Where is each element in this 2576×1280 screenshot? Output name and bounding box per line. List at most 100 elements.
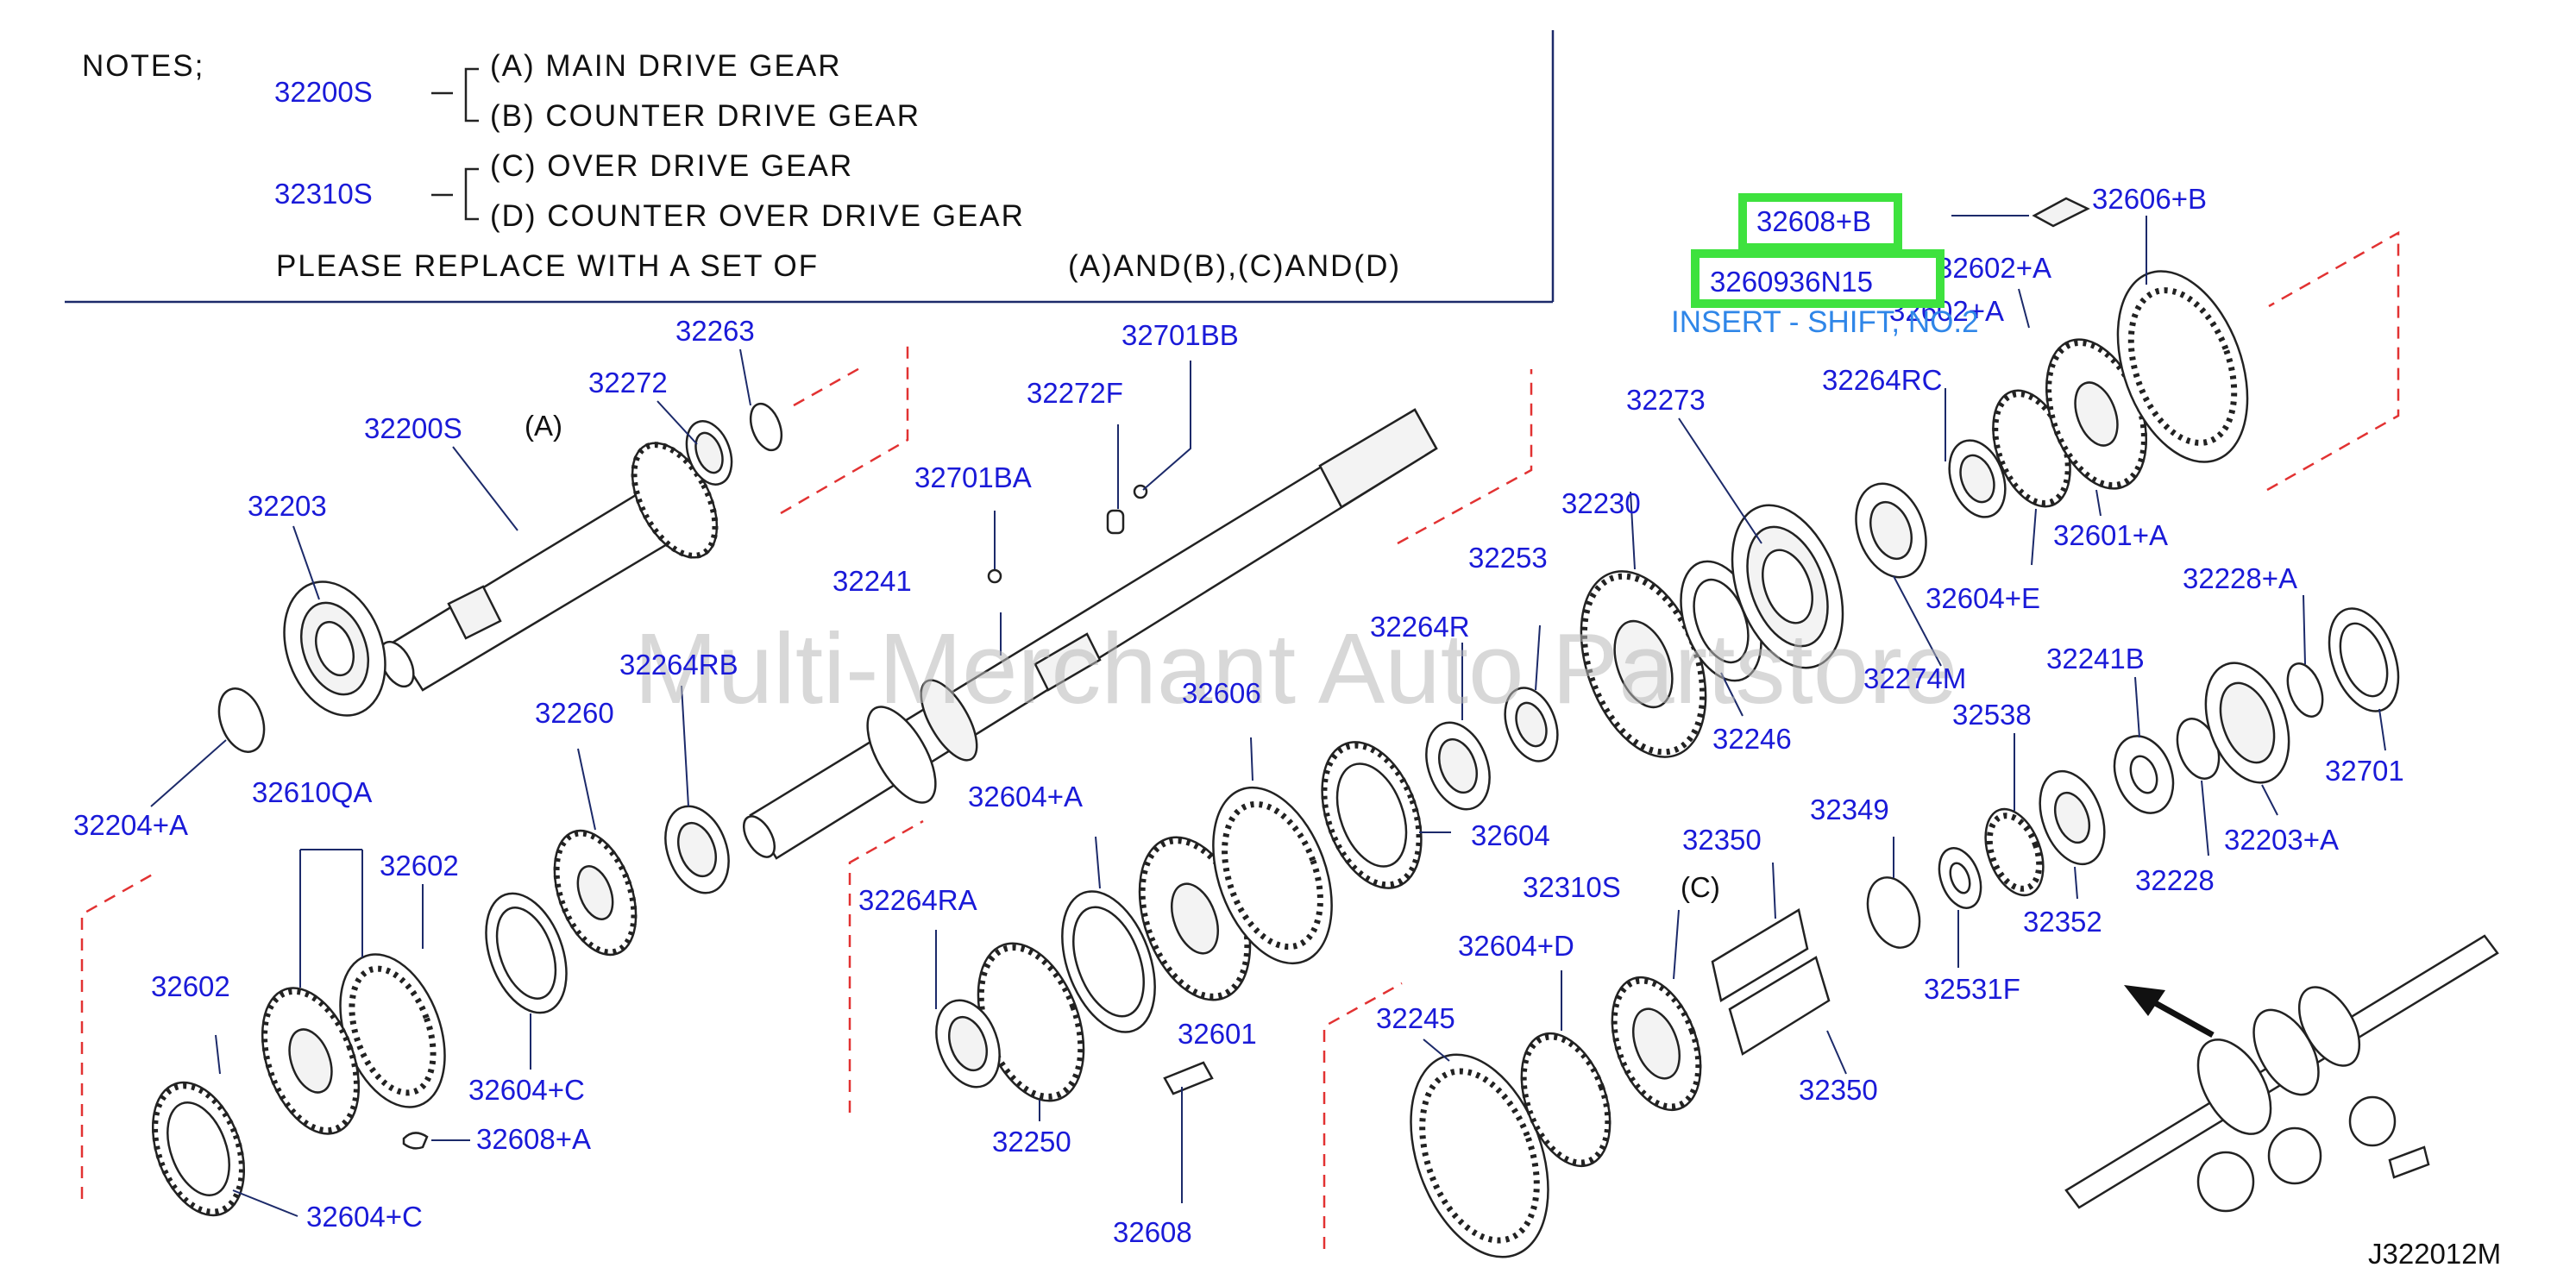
bushing-32253 (1504, 687, 1559, 762)
marker-a: (A) (525, 410, 562, 442)
snap-ring-32228A (2286, 662, 2324, 718)
part-label-32604E[interactable]: 32604+E (1926, 582, 2040, 614)
part-label-32602A[interactable]: 32602+A (1937, 252, 2051, 284)
part-label-32228[interactable]: 32228 (2135, 864, 2215, 896)
part-label-32230[interactable]: 32230 (1561, 487, 1641, 519)
gear-32260 (553, 829, 638, 957)
snap-ring-32263 (749, 402, 783, 452)
section-outline-main-top (793, 365, 864, 407)
section-outline-main (780, 345, 909, 515)
part-label-32264RB[interactable]: 32264RB (619, 649, 738, 681)
insert-32608 (1163, 1061, 1214, 1095)
part-label-32204A[interactable]: 32204+A (73, 809, 188, 841)
part-label-32701BA[interactable]: 32701BA (914, 461, 1032, 493)
watermark: Multi-Merchant Auto Partstore (634, 612, 1957, 725)
section-outline-overdrive (2266, 230, 2400, 492)
bearing-32203 (283, 580, 386, 717)
main-shaft-32241 (742, 408, 1438, 860)
highlight-box-3260936N15 (1691, 249, 1945, 308)
section-outline-counter-mid (848, 819, 924, 1113)
part-label-32701BB[interactable]: 32701BB (1122, 319, 1239, 351)
part-label-32601A[interactable]: 32601+A (2053, 519, 2168, 551)
part-label-32604A[interactable]: 32604+A (968, 781, 1083, 813)
highlight-part-32608B[interactable]: 32608+B (1756, 205, 1871, 237)
part-label-32241[interactable]: 32241 (832, 565, 912, 597)
part-label-32203[interactable]: 32203 (248, 490, 327, 522)
notes-part-32200S[interactable]: 32200S (274, 76, 373, 108)
ball-32701BA (987, 568, 1002, 584)
notes-item-b: (B) COUNTER DRIVE GEAR (490, 99, 920, 133)
notes-replace-sets: (A)AND(B),(C)AND(D) (1068, 249, 1401, 283)
bearing-32264RA (935, 999, 1001, 1089)
highlight-part-3260936N15[interactable]: 3260936N15 (1710, 266, 1873, 298)
part-label-32349[interactable]: 32349 (1810, 794, 1889, 825)
thrust-bearing-32538 (1984, 807, 2045, 897)
gear-32310S (1611, 976, 1702, 1112)
section-outline-counter-right (1323, 982, 1403, 1249)
part-label-32602-upper[interactable]: 32602 (380, 850, 459, 882)
part-label-32264R[interactable]: 32264R (1370, 611, 1470, 643)
part-label-32272F[interactable]: 32272F (1027, 377, 1123, 409)
part-label-32203A[interactable]: 32203+A (2224, 824, 2339, 856)
part-label-32604[interactable]: 32604 (1471, 819, 1550, 851)
notes-heading: NOTES; (82, 49, 204, 83)
needle-bearing-32350-lower (1728, 956, 1831, 1056)
insert-32608A (402, 1132, 429, 1150)
part-label-32350-upper[interactable]: 32350 (1682, 824, 1762, 856)
notes-part-32310S[interactable]: 32310S (274, 178, 373, 210)
part-label-32263[interactable]: 32263 (675, 315, 755, 347)
part-label-32608A[interactable]: 32608+A (476, 1123, 591, 1155)
notes-replace-text: PLEASE REPLACE WITH A SET OF (276, 249, 819, 283)
part-label-32606[interactable]: 32606 (1182, 677, 1261, 709)
sleeve-32606B (2116, 270, 2249, 463)
spacer-32274M (1855, 482, 1927, 579)
part-label-32604C-lower[interactable]: 32604+C (306, 1201, 423, 1233)
part-label-32538[interactable]: 32538 (1952, 699, 2032, 731)
washer-32531F (1938, 847, 1982, 909)
part-label-32604D[interactable]: 32604+D (1458, 930, 1574, 962)
part-label-32606B[interactable]: 32606+B (2092, 183, 2207, 215)
washer-32352 (2039, 769, 2106, 866)
part-label-32228A[interactable]: 32228+A (2183, 562, 2297, 594)
part-label-32264RA[interactable]: 32264RA (858, 884, 977, 916)
part-label-32701[interactable]: 32701 (2325, 755, 2404, 787)
part-label-32604C-upper[interactable]: 32604+C (468, 1074, 585, 1106)
pin-32272F (1106, 509, 1125, 535)
bearing-32273 (1731, 504, 1844, 669)
part-label-32608[interactable]: 32608 (1113, 1216, 1192, 1248)
part-label-32253[interactable]: 32253 (1468, 542, 1548, 574)
part-label-32273[interactable]: 32273 (1626, 384, 1706, 416)
part-label-32310S[interactable]: 32310S (1523, 871, 1621, 903)
part-label-32274M[interactable]: 32274M (1863, 662, 1966, 694)
part-label-32610QA[interactable]: 32610QA (252, 776, 372, 808)
part-label-32272[interactable]: 32272 (588, 367, 668, 398)
part-label-32531F[interactable]: 32531F (1924, 973, 2020, 1005)
part-label-32350-lower[interactable]: 32350 (1799, 1074, 1878, 1106)
nut-32241B (2113, 735, 2175, 814)
part-label-32241B[interactable]: 32241B (2046, 643, 2145, 675)
diagram-code: J322012M (2368, 1238, 2501, 1270)
part-label-32352[interactable]: 32352 (2023, 906, 2102, 938)
snap-ring-32204A (217, 687, 266, 753)
bracket-ab (431, 67, 479, 122)
notes-box: NOTES; 32200S (A) MAIN DRIVE GEAR (B) CO… (65, 30, 1555, 304)
sync-ring-32604D (1520, 1032, 1612, 1168)
sync-ring-32604A (1061, 890, 1156, 1033)
hub-32610QA (261, 987, 361, 1135)
part-label-32264RC[interactable]: 32264RC (1822, 364, 1942, 396)
sync-ring-32604C-lower (151, 1081, 246, 1217)
part-label-32245[interactable]: 32245 (1376, 1002, 1455, 1034)
notes-item-c: (C) OVER DRIVE GEAR (490, 149, 853, 183)
snap-ring-32701 (2328, 607, 2400, 712)
part-label-32246[interactable]: 32246 (1712, 723, 1792, 755)
part-label-32601[interactable]: 32601 (1178, 1018, 1257, 1050)
highlight-box-32608B (1738, 193, 1902, 252)
part-label-32602-left[interactable]: 32602 (151, 970, 230, 1002)
bushing-32349 (1866, 876, 1921, 949)
part-label-32260[interactable]: 32260 (535, 697, 614, 729)
part-label-32250[interactable]: 32250 (992, 1126, 1071, 1158)
part-label-32200S[interactable]: 32200S (364, 412, 462, 444)
needle-bearing-32350-upper (1711, 908, 1809, 1002)
